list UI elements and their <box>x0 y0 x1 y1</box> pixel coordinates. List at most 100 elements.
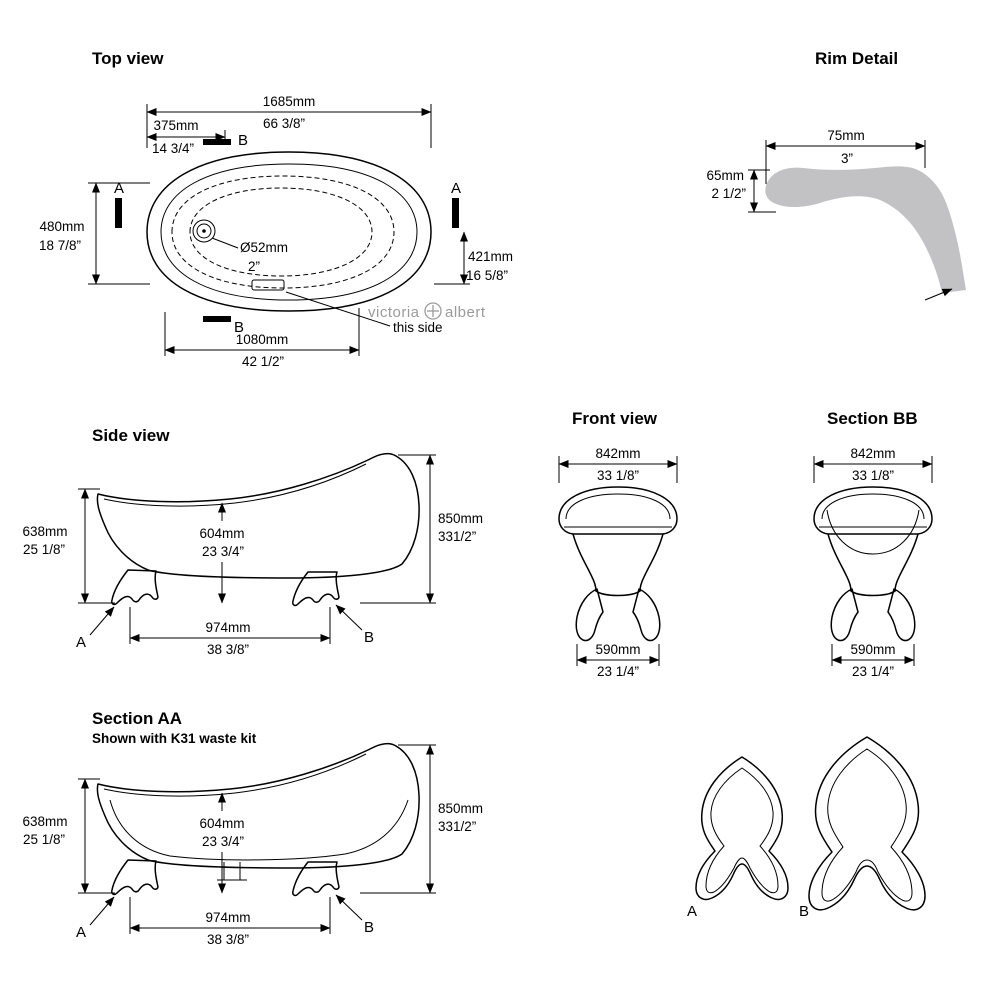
dim-text: 33 1/8” <box>597 468 639 483</box>
section-aa-subtitle: Shown with K31 waste kit <box>92 731 257 746</box>
dim-side-feet-span: 974mm 38 3/8” <box>129 607 331 657</box>
aa-foot-label-a: A <box>76 896 115 941</box>
side-view-tub-outline <box>96 452 420 607</box>
front-foot-left <box>575 588 604 642</box>
dim-text: 850mm <box>438 801 483 816</box>
dim-aa-depth: 604mm 23 3/4” <box>199 792 245 894</box>
section-bb: Section BB 842mm 33 1/8” 590mm 23 1/4” <box>813 409 933 679</box>
dim-text: 638mm <box>22 524 67 539</box>
dim-side-depth: 604mm 23 3/4” <box>199 502 245 604</box>
dim-text: 38 3/8” <box>207 932 249 947</box>
section-bb-title: Section BB <box>827 409 918 428</box>
dim-front-base: 590mm 23 1/4” <box>576 642 660 679</box>
front-view-title: Front view <box>572 409 658 428</box>
svg-text:B: B <box>364 629 374 646</box>
this-side-text: this side <box>393 320 443 335</box>
dim-text: 3” <box>841 151 853 166</box>
section-marker-b-top: B <box>203 132 248 149</box>
dim-text: 375mm <box>153 118 198 133</box>
front-foot-right <box>632 588 661 642</box>
dim-top-offset: 375mm 14 3/4” <box>146 118 226 156</box>
svg-text:A: A <box>76 634 86 651</box>
dim-aa-height-back: 850mm 331/2” <box>360 744 483 894</box>
side-view-title: Side view <box>92 426 170 445</box>
foot-a-label: A <box>687 903 697 920</box>
dim-text: 331/2” <box>438 529 476 544</box>
dim-text: 421mm <box>468 249 513 264</box>
top-view: Top view B B A A <box>39 49 513 369</box>
dim-text: 1080mm <box>236 332 289 347</box>
section-marker-a-right: A <box>451 180 461 228</box>
rim-profile-shape <box>765 166 966 293</box>
dim-text: 480mm <box>39 219 84 234</box>
dim-text: 590mm <box>595 642 640 657</box>
section-b-label: B <box>238 132 248 149</box>
dim-rim-height: 65mm 2 1/2” <box>706 168 776 213</box>
front-view-tub-outline <box>558 486 678 642</box>
dim-text: Ø52mm <box>240 240 288 255</box>
dim-text: 638mm <box>22 814 67 829</box>
dim-front-width: 842mm 33 1/8” <box>558 446 678 483</box>
dim-text: 14 3/4” <box>152 141 194 156</box>
plus-circle-icon <box>424 302 442 320</box>
front-view: Front view 842mm 33 1/8” 590mm 23 1/4” <box>558 409 678 679</box>
dim-bb-base: 590mm 23 1/4” <box>831 642 915 679</box>
dim-top-width-right: 421mm 16 5/8” <box>434 231 513 285</box>
rim-detail-title: Rim Detail <box>815 49 898 68</box>
foot-b-label: B <box>799 903 809 920</box>
foot-b-drawing: B <box>799 736 926 920</box>
section-bb-foot-right <box>887 588 916 642</box>
dim-rim-width: 75mm 3” <box>765 128 926 184</box>
dim-text: 2 1/2” <box>711 186 746 201</box>
feet-detail: A B <box>687 736 926 920</box>
dim-side-height-back: 850mm 331/2” <box>360 454 483 604</box>
foot-a-drawing: A <box>687 756 789 920</box>
section-marker-a-left: A <box>114 180 124 228</box>
dim-text: 33 1/8” <box>852 468 894 483</box>
section-a-label: A <box>114 180 124 197</box>
side-view-foot-right <box>292 571 340 607</box>
dim-text: 331/2” <box>438 819 476 834</box>
brand-albert: albert <box>445 304 486 321</box>
section-marker-b-bottom: B <box>203 316 244 336</box>
dim-text: 18 7/8” <box>39 238 81 253</box>
svg-text:B: B <box>364 919 374 936</box>
dim-text: 25 1/8” <box>23 542 65 557</box>
dim-text: 42 1/2” <box>242 354 284 369</box>
dim-aa-height-front: 638mm 25 1/8” <box>22 778 115 894</box>
dim-drain: Ø52mm 2” <box>211 237 288 274</box>
aa-foot-label-b: B <box>335 894 374 936</box>
dim-text: 25 1/8” <box>23 832 65 847</box>
section-aa-foot-left <box>111 859 159 896</box>
dim-text: 23 1/4” <box>597 664 639 679</box>
side-foot-label-b: B <box>335 604 374 646</box>
dim-text: 974mm <box>205 910 250 925</box>
side-foot-label-a: A <box>76 606 115 651</box>
section-bb-outline <box>813 486 933 642</box>
dim-text: 604mm <box>199 526 244 541</box>
dim-text: 23 1/4” <box>852 664 894 679</box>
dim-text: 842mm <box>850 446 895 461</box>
dim-text: 23 3/4” <box>202 544 244 559</box>
dim-text: 1685mm <box>263 94 316 109</box>
dim-side-height-front: 638mm 25 1/8” <box>22 488 115 604</box>
section-bb-foot-left <box>830 588 859 642</box>
dim-aa-feet-span: 974mm 38 3/8” <box>129 897 331 947</box>
dim-text: 604mm <box>199 816 244 831</box>
dim-top-base: 1080mm 42 1/2” <box>164 308 360 369</box>
side-view: Side view 638mm 25 1/8” 604mm 23 3/4” 85… <box>22 426 483 657</box>
side-view-foot-left <box>111 569 159 606</box>
dim-text: 66 3/8” <box>263 116 305 131</box>
drain-symbol <box>192 219 216 243</box>
section-a-label: A <box>451 180 461 197</box>
dim-text: 23 3/4” <box>202 834 244 849</box>
dim-text: 850mm <box>438 511 483 526</box>
dim-text: 65mm <box>706 168 744 183</box>
svg-text:A: A <box>76 924 86 941</box>
overflow-plate <box>251 279 285 291</box>
dim-text: 2” <box>248 259 260 274</box>
brand-logo: victoria albert <box>368 302 486 321</box>
top-view-tub-outline <box>146 151 432 312</box>
